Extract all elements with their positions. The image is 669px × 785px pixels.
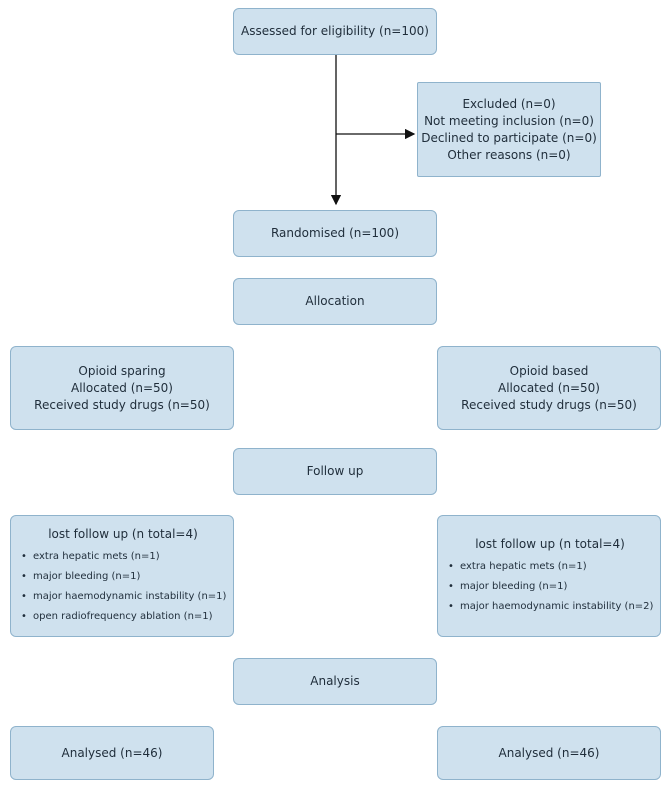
arm-right-allocated: Allocated (n=50): [498, 380, 600, 395]
analysed-right-box: Analysed (n=46): [437, 726, 661, 780]
lost-follow-up-left-box: lost follow up (n total=4) extra hepatic…: [10, 515, 234, 637]
allocation-label: Allocation: [305, 294, 365, 308]
assessed-box: Assessed for eligibility (n=100): [233, 8, 437, 55]
excluded-box: Excluded (n=0) Not meeting inclusion (n=…: [417, 82, 601, 177]
lost-follow-up-right-box: lost follow up (n total=4) extra hepatic…: [437, 515, 661, 637]
follow-up-label: Follow up: [306, 464, 364, 478]
follow-up-box: Follow up: [233, 448, 437, 495]
lost-left-title: lost follow up (n total=4): [48, 526, 198, 541]
lost-right-list: extra hepatic mets (n=1) major bleeding …: [448, 557, 653, 617]
randomised-label: Randomised (n=100): [270, 226, 399, 240]
assessed-label: Assessed for eligibility (n=100): [241, 24, 429, 38]
list-item: major haemodynamic instability (n=1): [21, 587, 226, 607]
list-item: extra hepatic mets (n=1): [448, 557, 652, 577]
excluded-line: Not meeting inclusion (n=0): [424, 113, 594, 128]
allocated-left-box: Opioid sparing Allocated (n=50) Received…: [10, 346, 234, 430]
list-item: major haemodynamic instability (n=2): [448, 597, 653, 617]
excluded-line: Other reasons (n=0): [447, 147, 571, 162]
list-item: open radiofrequency ablation (n=1): [21, 607, 225, 627]
analysis-label: Analysis: [310, 674, 360, 688]
excluded-line: Declined to participate (n=0): [421, 130, 597, 145]
analysed-left-box: Analysed (n=46): [10, 726, 214, 780]
list-item: extra hepatic mets (n=1): [21, 547, 225, 567]
allocation-box: Allocation: [233, 278, 437, 325]
arm-left-received: Received study drugs (n=50): [34, 397, 210, 412]
analysed-right-label: Analysed (n=46): [498, 745, 600, 760]
arm-left-name: Opioid sparing: [78, 363, 166, 378]
lost-right-title: lost follow up (n total=4): [475, 536, 625, 551]
randomised-box: Randomised (n=100): [233, 210, 437, 257]
arm-left-allocated: Allocated (n=50): [71, 380, 173, 395]
analysis-box: Analysis: [233, 658, 437, 705]
allocated-right-box: Opioid based Allocated (n=50) Received s…: [437, 346, 661, 430]
lost-left-list: extra hepatic mets (n=1) major bleeding …: [21, 547, 226, 627]
list-item: major bleeding (n=1): [448, 577, 652, 597]
arm-right-received: Received study drugs (n=50): [461, 397, 637, 412]
analysed-left-label: Analysed (n=46): [61, 745, 163, 760]
arm-right-name: Opioid based: [509, 363, 589, 378]
excluded-title: Excluded (n=0): [462, 96, 556, 111]
list-item: major bleeding (n=1): [21, 567, 225, 587]
